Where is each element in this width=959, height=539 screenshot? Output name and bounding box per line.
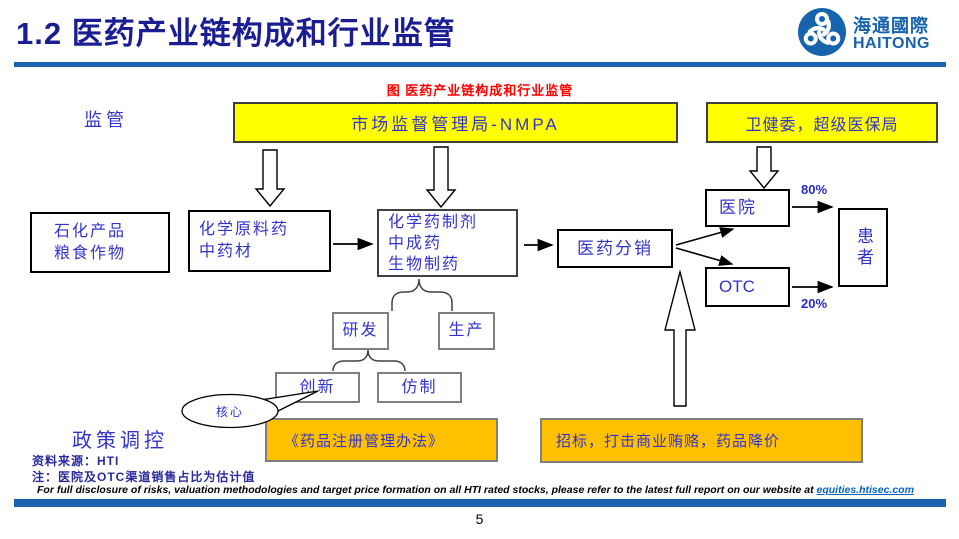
regulation-label: 监管: [84, 110, 128, 130]
disclosure-text: For full disclosure of risks, valuation …: [37, 484, 914, 496]
block-arrow-nmpa-to-prep: [425, 146, 457, 209]
block-arrow-nhc-to-hospital: [748, 146, 780, 190]
node-rd: 研发: [332, 312, 389, 350]
node-production: 生产: [438, 312, 495, 350]
page-title: 1.2 医药产业链构成和行业监管: [16, 16, 456, 51]
node-distribution: 医药分销: [557, 229, 673, 268]
node-upstream: 石化产品 粮食作物: [30, 212, 170, 273]
footer-rule: [14, 499, 946, 507]
policy-label: 政策调控: [72, 430, 168, 452]
node-tendering: 招标，打击商业贿赂，药品降价: [540, 418, 863, 463]
node-patient: 患者: [838, 208, 888, 287]
node-otc: OTC: [705, 267, 790, 307]
node-drug-registration: 《药品注册管理办法》: [265, 418, 498, 462]
title-underline: [14, 62, 946, 67]
haitong-logo-icon: [797, 7, 847, 62]
node-hospital: 医院: [705, 189, 790, 227]
node-health-commission: 卫健委，超级医保局: [706, 102, 938, 143]
brace-prep-to-rd-production: [391, 278, 453, 311]
block-arrow-tender-to-distribution: [664, 269, 696, 407]
arrow-distribution-to-otc: [675, 247, 734, 266]
node-raw-materials: 化学原料药 中药材: [188, 210, 331, 272]
source-note: 资料来源：HTI: [32, 454, 120, 468]
core-callout-label: 核心: [215, 405, 244, 419]
otc-share-label: 20%: [801, 296, 828, 311]
figure-caption: 图 医药产业链构成和行业监管: [386, 83, 574, 98]
node-innovation: 创新: [275, 372, 360, 403]
estimate-note: 注：医院及OTC渠道销售占比为估计值: [32, 470, 256, 484]
haitong-logo: 海通國際 HAITONG: [797, 7, 930, 62]
node-generics: 仿制: [377, 372, 462, 403]
node-preparations: 化学药制剂 中成药 生物制药: [377, 209, 518, 277]
logo-text-cn: 海通國際: [853, 15, 929, 36]
block-arrow-nmpa-to-raw: [254, 149, 286, 208]
hospital-share-label: 80%: [801, 182, 828, 197]
disclosure-link[interactable]: equities.htisec.com: [816, 484, 914, 496]
brace-rd-to-innovation-generics: [332, 349, 406, 372]
node-nmpa: 市场监督管理局-NMPA: [233, 102, 678, 143]
logo-text-en: HAITONG: [853, 34, 930, 52]
arrow-distribution-to-hospital: [675, 227, 735, 246]
page-number: 5: [475, 511, 484, 527]
